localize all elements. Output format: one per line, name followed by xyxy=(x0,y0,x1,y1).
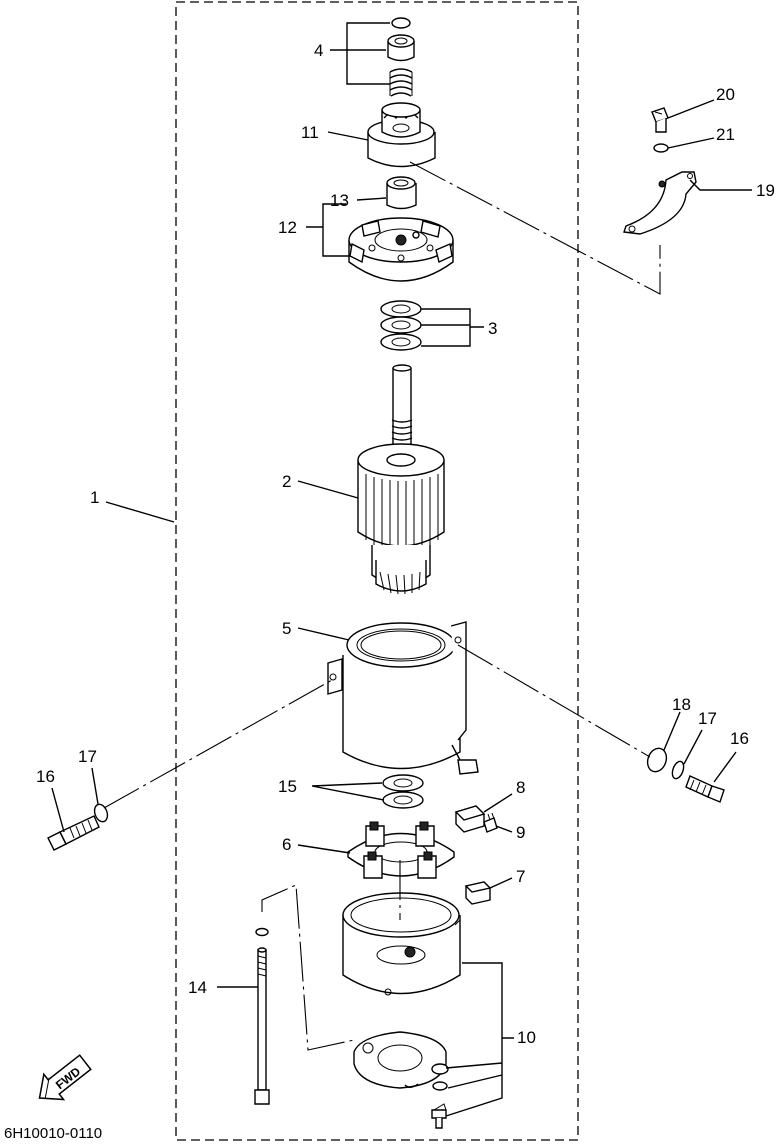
part-label-3: 3 xyxy=(488,319,497,338)
drawing-code: 6H10010-0110 xyxy=(4,1125,102,1142)
brush-screw xyxy=(483,812,498,833)
collar-assembly xyxy=(387,17,415,97)
rear-cover xyxy=(342,892,461,996)
part-labels: 1 2 3 4 5 6 7 8 9 10 11 12 13 14 15 16 1… xyxy=(36,41,775,1047)
part-label-1: 1 xyxy=(90,488,99,507)
part-label-10: 10 xyxy=(517,1028,536,1047)
part-label-7: 7 xyxy=(516,867,525,886)
pinion-gear xyxy=(367,102,436,168)
brush-holder xyxy=(347,821,455,879)
forward-arrow: FWD xyxy=(38,1054,92,1101)
part-label-8: 8 xyxy=(516,778,525,797)
starter-bracket xyxy=(623,107,697,235)
sleeve xyxy=(386,176,417,210)
part-label-16-right: 16 xyxy=(730,729,749,748)
part-label-17-right: 17 xyxy=(698,709,717,728)
part-label-19: 19 xyxy=(756,181,775,200)
yoke-washers xyxy=(382,774,424,809)
brush-top xyxy=(454,805,486,833)
part-label-6: 6 xyxy=(282,835,291,854)
part-label-9: 9 xyxy=(516,823,525,842)
armature xyxy=(357,364,445,595)
bolt-right xyxy=(685,775,725,803)
brush-bottom xyxy=(464,881,492,905)
part-label-14: 14 xyxy=(188,978,207,997)
part-label-2: 2 xyxy=(282,472,291,491)
part-label-13: 13 xyxy=(330,191,349,210)
washer-right-18 xyxy=(646,747,668,773)
leader-lines xyxy=(51,22,752,1117)
part-label-11: 11 xyxy=(301,123,319,142)
rear-plate xyxy=(353,1031,447,1089)
yoke xyxy=(327,621,479,775)
part-label-17-left: 17 xyxy=(78,747,97,766)
plate-fasteners xyxy=(431,1063,449,1129)
part-label-4: 4 xyxy=(314,41,323,60)
washer-right-17 xyxy=(671,760,685,780)
part-label-15: 15 xyxy=(278,777,297,796)
washer-left xyxy=(93,803,109,823)
front-bracket xyxy=(348,217,454,282)
part-label-21: 21 xyxy=(716,125,735,144)
alignment-lines xyxy=(103,161,661,1051)
through-bolt xyxy=(254,927,270,1105)
part-label-12: 12 xyxy=(278,218,297,237)
assembly-boundary xyxy=(175,1,579,1141)
thrust-washers xyxy=(380,300,422,351)
part-label-20: 20 xyxy=(716,85,735,104)
bolt-left xyxy=(47,815,100,851)
part-label-18: 18 xyxy=(672,695,691,714)
part-label-5: 5 xyxy=(282,619,291,638)
part-label-16-left: 16 xyxy=(36,767,55,786)
